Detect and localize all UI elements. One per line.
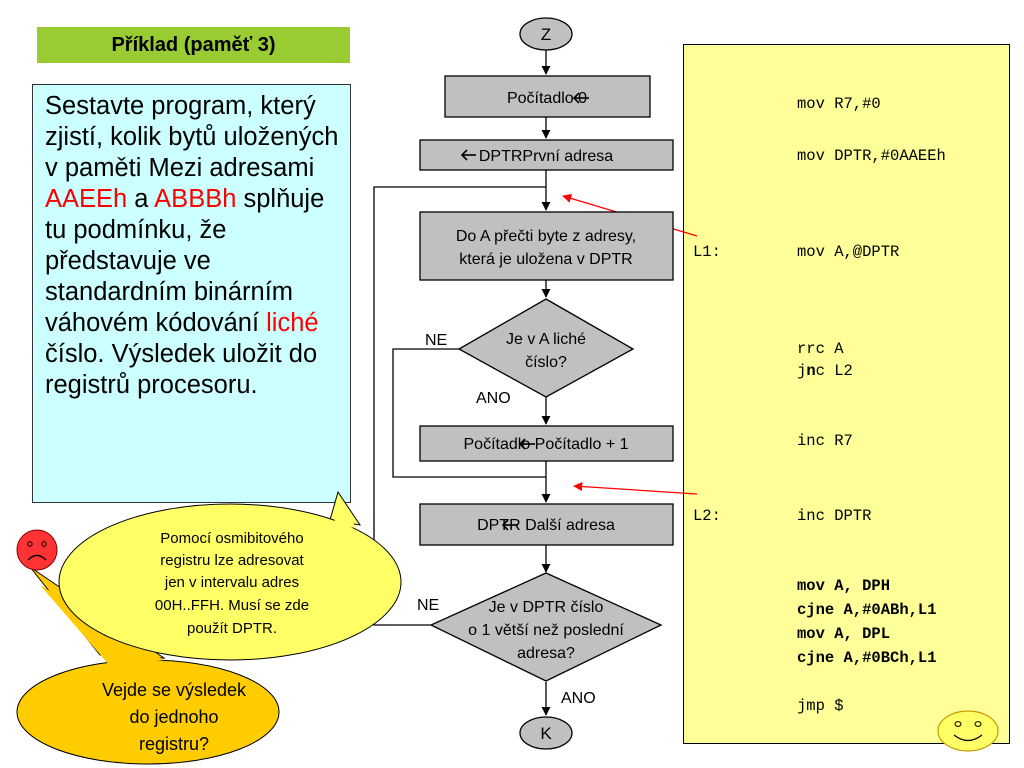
code-line: jmp $ [797, 697, 844, 715]
task-text-4: číslo. Výsledek uložit do registrů proce… [45, 340, 318, 399]
code-part: c L2 [815, 362, 853, 380]
task-text-1: Sestavte program, který zjistí, kolik by… [45, 92, 339, 182]
read-byte-line: Do A přečti byte z adresy, [456, 228, 636, 245]
code-part: j [797, 362, 807, 380]
code-line: cjne A,#0ABh,L1 [797, 601, 937, 619]
no-branch-label: NE [417, 597, 439, 614]
yellow-callout-line: jen v intervalu adres [164, 574, 299, 591]
odd-check-line: Je v A liché [506, 331, 586, 348]
end-check-line: Je v DPTR číslo [489, 599, 604, 616]
code-line: mov A,@DPTR [797, 243, 900, 261]
odd-check-line: číslo? [525, 354, 567, 371]
init-counter-label: Počítadlo 0 [507, 90, 587, 107]
left-arrow-icon [518, 438, 535, 450]
code-line: inc R7 [797, 432, 853, 450]
read-byte-box [419, 211, 674, 281]
assembly-code-panel: mov R7,#0 mov DPTR,#0AAEEh L1: mov A,@DP… [683, 44, 1010, 744]
end-label: K [540, 724, 552, 743]
next-address-box [419, 503, 674, 546]
end-terminal [519, 716, 573, 750]
code-line: inc DPTR [797, 507, 872, 525]
orange-callout-line: do jednoho [129, 707, 218, 727]
increment-label: Počítadlo Počítadlo + 1 [464, 436, 629, 453]
code-line: cjne A,#0BCh,L1 [797, 649, 937, 667]
next-address-label: DPTR Další adresa [477, 517, 615, 534]
code-label: L1: [693, 243, 721, 261]
code-line: mov R7,#0 [797, 95, 881, 113]
yellow-callout: Pomocí osmibitového registru lze adresov… [58, 490, 402, 661]
end-check-line: o 1 větší než poslední [468, 622, 624, 639]
address-start: AAEEh [45, 185, 128, 213]
happy-face-icon [937, 710, 999, 752]
yellow-callout-line: 00H..FFH. Musí se zde [155, 597, 309, 614]
start-label: Z [541, 25, 551, 44]
yes-branch-label: ANO [476, 390, 511, 407]
task-text-3: splňuje tu podmínku, že představuje ve s… [45, 185, 325, 337]
task-text-2: a [127, 185, 155, 213]
no-branch-label: NE [425, 332, 447, 349]
code-line: mov A, DPL [797, 625, 891, 643]
code-line: mov DPTR,#0AAEEh [797, 147, 946, 165]
orange-callout-line: registru? [139, 734, 209, 754]
yes-branch-label: ANO [561, 690, 596, 707]
code-part: n [806, 362, 816, 380]
code-label: L2: [693, 507, 721, 525]
left-arrow-icon [572, 92, 589, 104]
odd-word: liché [266, 309, 319, 337]
init-dptr-label: DPTRPrvní adresa [479, 148, 613, 165]
start-terminal [519, 17, 573, 51]
yellow-callout-line: registru lze adresovat [160, 552, 304, 569]
read-byte-line: která je uložena v DPTR [459, 251, 632, 268]
code-line: rrc A [797, 340, 844, 358]
address-end: ABBBh [154, 185, 237, 213]
orange-callout-line: Vejde se výsledek [102, 680, 247, 700]
left-arrow-icon [460, 149, 476, 161]
end-check-diamond [429, 572, 663, 682]
yellow-callout-line: použít DPTR. [187, 620, 277, 637]
slide-title: Příklad (paměť 3) [37, 27, 350, 63]
init-counter-box [444, 75, 651, 118]
task-description: Sestavte program, který zjistí, kolik by… [32, 84, 351, 503]
sad-face-icon [16, 529, 58, 571]
left-arrow-icon [501, 519, 518, 531]
increment-box [419, 425, 674, 462]
flow-connectors [373, 50, 551, 716]
odd-check-diamond [457, 298, 635, 398]
end-check-line: adresa? [517, 645, 575, 662]
code-line: jnc L2 [797, 362, 853, 380]
code-line: mov A, DPH [797, 577, 891, 595]
yellow-callout-line: Pomocí osmibitového [160, 530, 303, 547]
